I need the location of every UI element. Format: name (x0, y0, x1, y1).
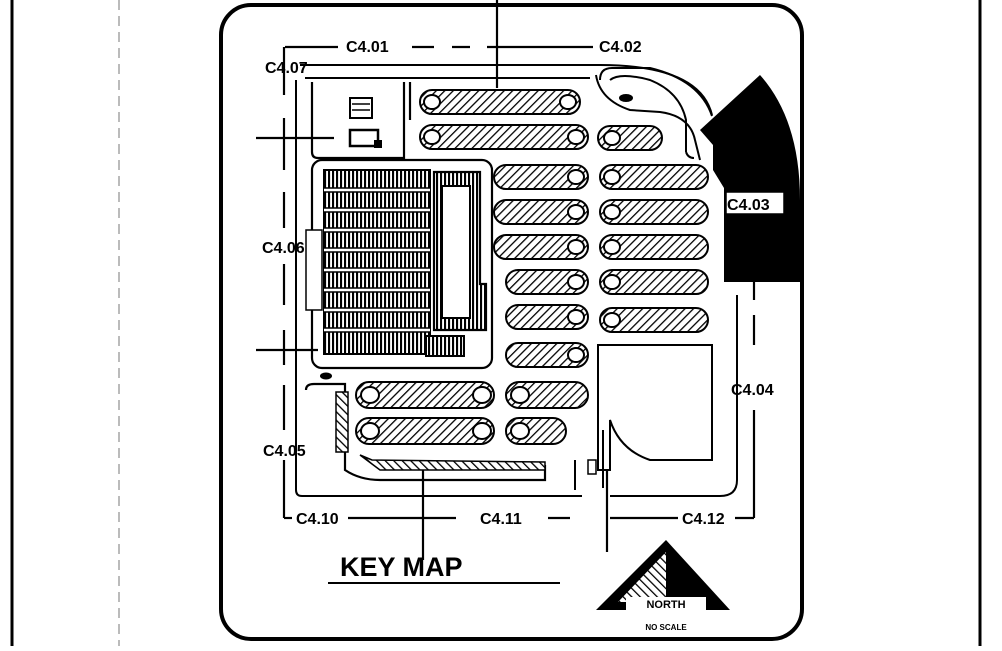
lot-outlines (304, 82, 547, 482)
page-border (10, 0, 982, 646)
sheet-label-c402: C4.02 (599, 39, 642, 56)
north-label: NORTH (646, 599, 685, 611)
map-title: KEY MAP (340, 552, 463, 582)
sheet-label-c401: C4.01 (346, 39, 389, 56)
scale-note: NO SCALE (645, 623, 687, 632)
match-lines (256, 0, 756, 560)
sheet-label-c411: C4.11 (480, 511, 522, 528)
small-marker (587, 459, 597, 475)
side-wings (305, 229, 546, 471)
parking-rows (355, 89, 709, 445)
sheet-label-c406: C4.06 (262, 240, 305, 257)
sheet-label-c412: C4.12 (682, 511, 725, 528)
sheet-label-c404: C4.04 (731, 382, 774, 399)
sheet-label-c403: C4.03 (727, 197, 770, 214)
sheet-label-group: C4.01 C4.02 C4.03 C4.04 C4.05 C4.06 C4.0… (262, 39, 774, 528)
north-arrow: NORTH NO SCALE (596, 540, 730, 632)
marker-dot-2 (320, 372, 332, 380)
black-building (700, 75, 800, 282)
sheet-label-c405: C4.05 (263, 443, 306, 460)
entry-road (599, 67, 713, 159)
c403-label-box (725, 191, 785, 215)
sheet-label-c407: C4.07 (265, 60, 308, 77)
sheet-label-c410: C4.10 (296, 511, 339, 528)
map-frame (219, 3, 804, 641)
main-building (323, 169, 488, 357)
small-buildings (348, 97, 382, 148)
marker-dot (619, 94, 633, 102)
